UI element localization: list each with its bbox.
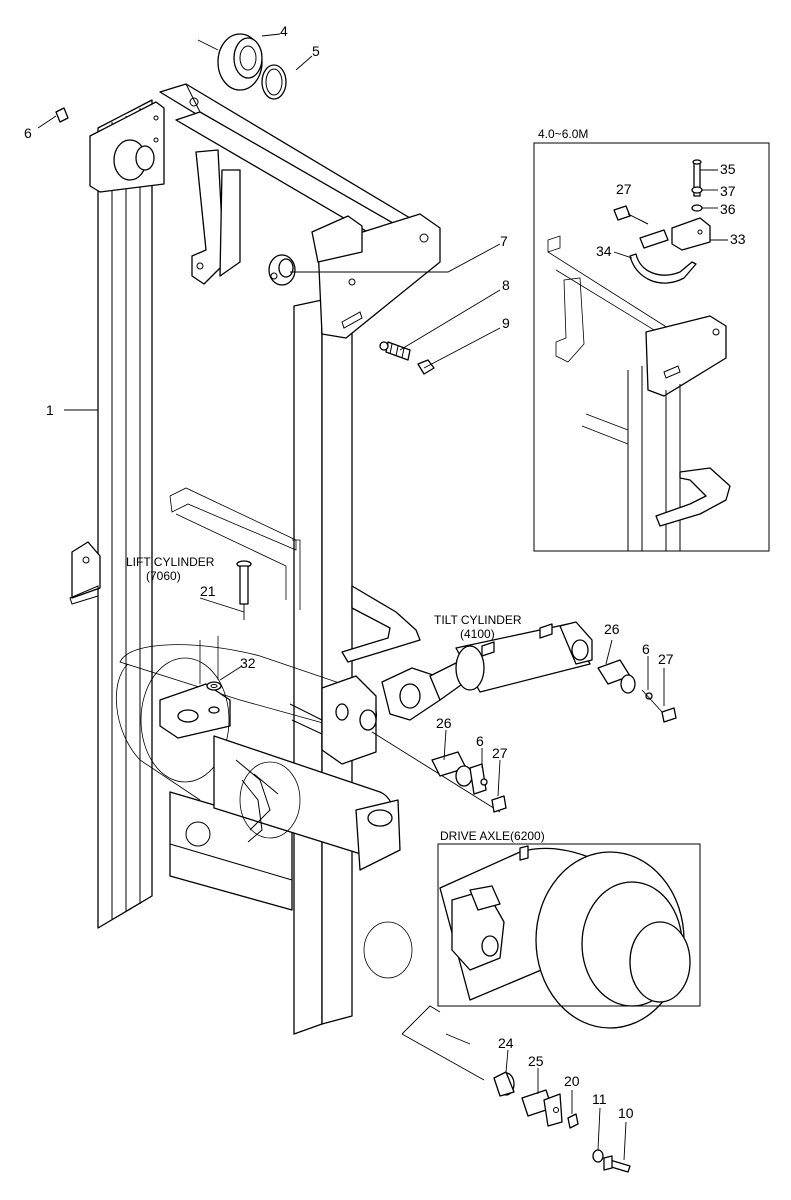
tilt-cylinder-code: (4100) [460,627,495,641]
tilt-cylinder-label: TILT CYLINDER [434,613,522,627]
callout-20: 20 [564,1073,580,1089]
callout-35: 35 [720,161,736,177]
bolt-21 [236,560,252,620]
drive-axle [363,845,691,1029]
callout-5: 5 [312,43,320,59]
callout-37: 37 [720,183,736,199]
lower-parts [401,1005,631,1173]
pin-26-upper [597,659,677,723]
washer-32 [206,681,222,691]
lift-cylinder-code: (7060) [146,569,181,583]
callout-34: 34 [596,243,612,259]
lift-cylinder-base [119,636,377,739]
fork-hook [341,585,421,663]
callout-6-upper: 6 [642,641,650,657]
callout-6-lower: 6 [476,733,484,749]
callout-7: 7 [500,233,508,249]
callout-27-lower: 27 [492,745,508,761]
callout-26-upper: 26 [604,621,620,637]
drive-axle-label: DRIVE AXLE(6200) [440,829,545,843]
component-labels: LIFT CYLINDER (7060) TILT CYLINDER (4100… [126,555,545,843]
pin-26-lower [371,731,507,813]
callout-6-top: 6 [24,125,32,141]
callout-33: 33 [730,231,746,247]
callout-36: 36 [720,201,736,217]
roller-7 [268,254,296,286]
callout-21: 21 [200,583,216,599]
drive-axle-box [437,843,701,1007]
callout-8: 8 [502,277,510,293]
callout-25: 25 [528,1053,544,1069]
inset-panel: 4.0~6.0M [533,127,770,552]
leader-lines [37,33,665,1161]
snap-ring-5 [261,64,287,100]
callout-4: 4 [280,23,288,39]
center-bracket [289,675,377,765]
lift-cylinder-label: LIFT CYLINDER [126,555,215,569]
callout-27-inset: 27 [616,181,632,197]
callout-1: 1 [46,402,54,418]
bearing-4 [197,33,263,91]
axle-housing [116,657,401,871]
inset-title: 4.0~6.0M [538,127,588,141]
carriage-ghost [169,487,301,610]
callout-32: 32 [240,655,256,671]
callout-27-upper: 27 [658,651,674,667]
tilt-cylinder [381,621,593,721]
callouts: 1 4 5 6 7 8 9 21 32 26 6 27 26 6 27 24 2… [24,23,746,1121]
callout-9: 9 [502,315,510,331]
callout-11: 11 [592,1091,607,1107]
callout-10: 10 [618,1105,634,1121]
callout-26-lower: 26 [436,715,452,731]
callout-24: 24 [498,1035,514,1051]
nipple-6 [55,107,69,123]
bolt-8 [379,341,411,361]
